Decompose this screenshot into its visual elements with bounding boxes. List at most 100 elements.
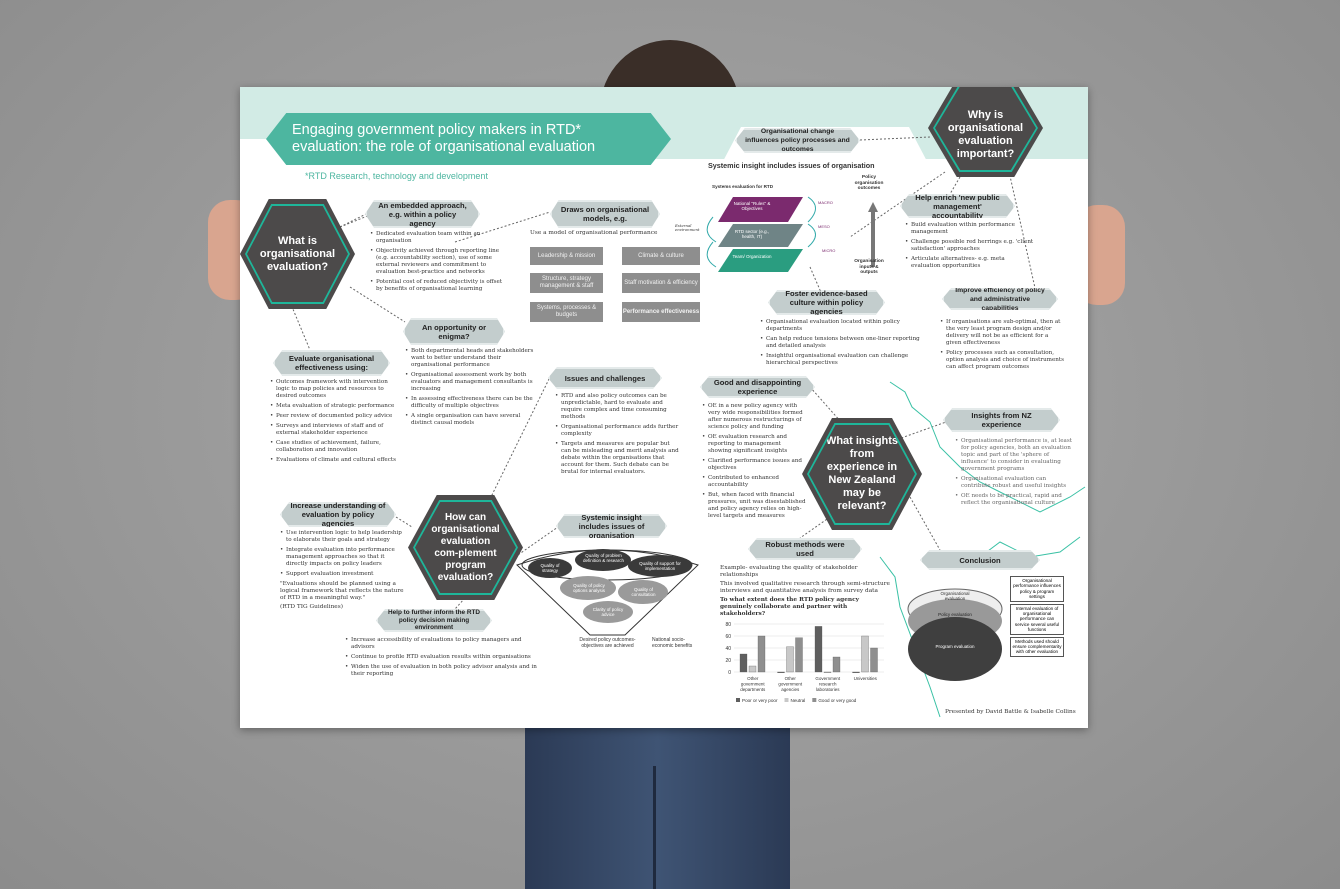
bullet-item: Contributed to enhanced accountability — [702, 475, 806, 489]
bar — [861, 635, 869, 673]
funnel-label: Quality of problem definition & research — [582, 553, 625, 563]
bar — [748, 665, 757, 673]
layer-meso — [718, 224, 803, 247]
model-box: Systems, processes & budgets — [530, 302, 603, 322]
bar — [757, 635, 766, 673]
increase-column: Use intervention logic to help leadershi… — [280, 530, 406, 613]
layer-macro — [718, 197, 803, 222]
funnel-ellipse — [628, 555, 692, 577]
bar — [739, 653, 748, 673]
systems-diagram-title: Systems evaluation for RTD — [712, 184, 774, 189]
bullet-item: Peer review of documented policy advice — [270, 413, 398, 420]
bullet-item: Use intervention logic to help leadershi… — [280, 530, 406, 544]
legend-swatch — [784, 698, 789, 702]
bullet-item: Insightful organisational evaluation can… — [760, 353, 925, 367]
bullet-item: But, when faced with financial pressures… — [702, 492, 806, 520]
title-footnote: *RTD Research, technology and developmen… — [305, 171, 488, 181]
bullet-item: Increase accessibility of evaluations to… — [345, 637, 545, 651]
level-label: MICRO — [822, 248, 836, 253]
bar — [795, 637, 803, 673]
heading-orgchange: Organisational change influences policy … — [735, 128, 860, 153]
bar — [777, 671, 785, 673]
good-bullets: OE in a new policy agency with very wide… — [702, 403, 806, 523]
funnel-label: Quality of strategy — [540, 563, 560, 573]
heading-systemic2: Systemic insight includes issues of orga… — [556, 514, 667, 538]
bullet-item: OE evaluation research and reporting to … — [702, 434, 806, 455]
heading-evaluate: Evaluate organisational effectiveness us… — [273, 350, 390, 376]
heading-enrich: Help enrich 'new public management' acco… — [900, 194, 1015, 218]
bar — [852, 671, 860, 673]
bullet-item: If organisations are sub-optimal, then a… — [940, 319, 1065, 347]
bullet-item: Evaluations of climate and cultural effe… — [270, 457, 398, 464]
model-box: Leadership & mission — [530, 247, 603, 265]
bullet-item: Surveys and interviews of staff and of e… — [270, 423, 398, 437]
heading-conclusion: Conclusion — [920, 550, 1040, 570]
bar — [823, 671, 832, 673]
systems-layers — [706, 196, 878, 272]
legend-label: Neutral — [791, 698, 806, 703]
y-tick-label: 40 — [725, 646, 731, 652]
bullet-item: Support evaluation investment — [280, 571, 406, 578]
funnel-label: Quality of consultation — [631, 587, 656, 597]
conclusion-layer-label: Program evaluation — [935, 644, 975, 649]
bullet-item: OE in a new policy agency with very wide… — [702, 403, 806, 431]
heading-issues: Issues and challenges — [548, 367, 662, 389]
legend-swatch — [736, 698, 740, 702]
conclusion-note: Methods used should ensure complementari… — [1010, 636, 1064, 657]
conclusion-notes: Organisational performance influences po… — [1010, 576, 1064, 659]
enrich-bullets: Build evaluation within performance mana… — [905, 222, 1035, 273]
bar — [832, 656, 841, 673]
heading-good: Good and disappointing experience — [700, 376, 815, 398]
funnel-ellipse — [560, 576, 616, 600]
bullet-item: Targets and measures are popular but can… — [555, 441, 680, 476]
presented-by: Presented by David Battle & Isabelle Col… — [945, 709, 1076, 715]
bullet-item: Dedicated evaluation team within an orga… — [370, 231, 505, 245]
hex-how-can-text: How can organisational evaluation com-pl… — [415, 502, 516, 593]
person-jeans — [525, 726, 790, 889]
opportunity-bullets: Both departmental heads and stakeholders… — [405, 348, 535, 430]
y-tick-label: 60 — [725, 634, 731, 640]
conclusion-note: Internal evaluation of organisational pe… — [1010, 603, 1064, 635]
issues-bullets: RTD and also policy outcomes can be unpr… — [555, 393, 680, 479]
systemic-title: Systemic insight includes issues of orga… — [708, 161, 875, 170]
hex-nz-text: What insights from experience in New Zea… — [809, 425, 915, 523]
bullet-item: A single organisation can have several d… — [405, 413, 535, 427]
level-label: MACRO — [818, 200, 833, 205]
bullet-item: Organisational performance adds further … — [555, 424, 680, 438]
increase-bullets: Use intervention logic to help leadershi… — [280, 530, 406, 581]
funnel-ellipse — [618, 580, 668, 604]
legend-swatch — [812, 698, 817, 702]
evaluate-bullets: Outcomes framework with intervention log… — [270, 379, 398, 467]
chart-title: To what extent does the RTD policy agenc… — [720, 597, 860, 617]
bar — [870, 647, 878, 673]
inform-bullets: Increase accessibility of evaluations to… — [345, 637, 545, 681]
funnel-ellipse — [528, 558, 572, 578]
bullet-item: Build evaluation within performance mana… — [905, 222, 1035, 236]
legend-label: Good or very good — [818, 698, 856, 703]
bullet-item: Case studies of achievement, failure, co… — [270, 440, 398, 454]
funnel-label: Quality of support for implementation — [639, 561, 681, 571]
heading-insights: Insights from NZ experience — [943, 408, 1060, 432]
bullet-item: Both departmental heads and stakeholders… — [405, 348, 535, 369]
bullet-item: Organisational performance is, at least … — [955, 438, 1073, 473]
hex-why: Why is organisational evaluation importa… — [928, 87, 1043, 177]
heading-increase: Increase understanding of evaluation by … — [280, 502, 396, 527]
layer-label: RTD sector (e.g., health, IT) — [734, 229, 770, 239]
robust-method: This involved qualitative research throu… — [720, 581, 890, 594]
heading-inform: Help to further inform the RTD policy de… — [376, 609, 492, 632]
y-tick-label: 20 — [725, 658, 731, 664]
arrow-up-icon — [868, 202, 878, 267]
model-box: Climate & culture — [622, 247, 700, 265]
conclusion-layer-label: Organisational evaluation — [940, 591, 970, 601]
rtd-quote: "Evaluations should be planned using a l… — [280, 581, 404, 601]
bullet-item: In assessing effectiveness there can be … — [405, 396, 535, 410]
bullet-item: Organisational evaluation located within… — [760, 319, 925, 333]
model-subtitle: Use a model of organisational performanc… — [530, 230, 658, 236]
funnel-ellipse — [575, 549, 631, 571]
embedded-bullets: Dedicated evaluation team within an orga… — [370, 231, 505, 296]
layer-micro — [718, 249, 803, 272]
bullet-item: Widen the use of evaluation in both poli… — [345, 664, 545, 678]
